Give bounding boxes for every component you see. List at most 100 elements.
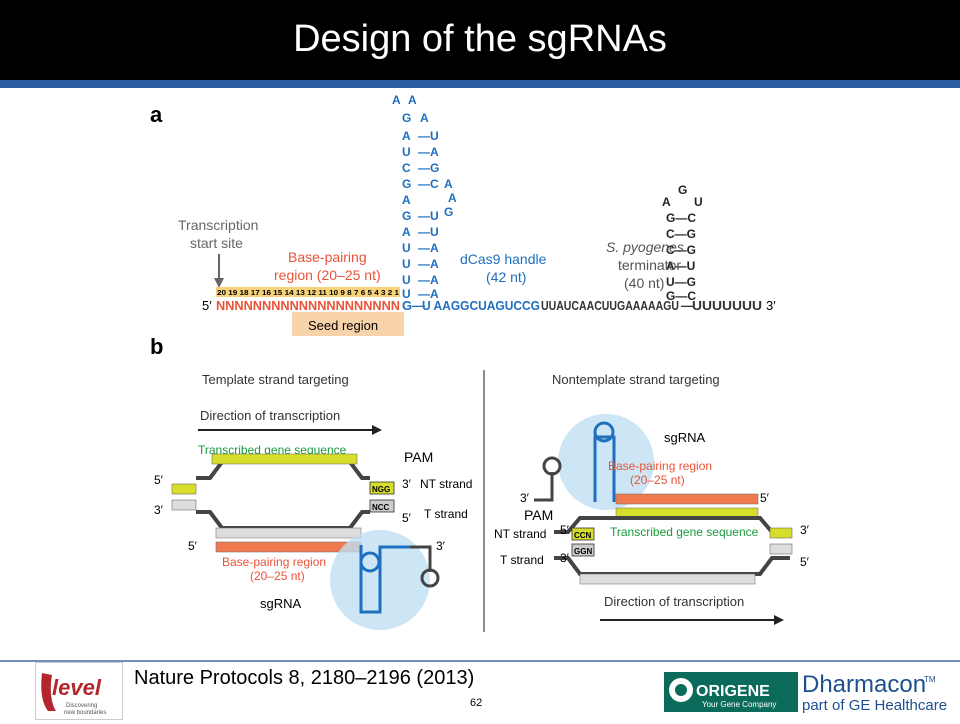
dharmacon-logo: Dharmacon TM part of GE Healthcare — [800, 668, 960, 716]
seq-tail: UUUUUUU — [692, 298, 762, 313]
term-label-3: (40 nt) — [624, 275, 664, 291]
svg-text:U—G: U—G — [666, 275, 696, 289]
svg-text:NGG: NGG — [372, 485, 390, 494]
level-logo: level Discovering new boundaries — [35, 662, 123, 720]
svg-text:A: A — [402, 225, 411, 239]
seq-dash: — — [412, 298, 425, 313]
handle-label-2: (42 nt) — [486, 269, 526, 285]
svg-text:GGN: GGN — [574, 547, 592, 556]
right-three-prime-sg: 3′ — [520, 491, 530, 505]
left-direction-arrowhead — [372, 425, 382, 435]
svg-text:U: U — [402, 273, 411, 287]
left-terminator — [410, 545, 440, 588]
right-sgrna — [593, 421, 616, 502]
svg-text:3′: 3′ — [402, 477, 412, 491]
svg-text:G: G — [678, 183, 687, 197]
tss-label-1: Transcription — [178, 217, 258, 233]
svg-text:U: U — [402, 241, 411, 255]
svg-text:A: A — [408, 93, 417, 107]
page-number: 62 — [470, 697, 483, 709]
right-duplex: CCN GGN 5′ 3′ 3′ 5′ NT strand T strand — [494, 493, 810, 585]
seq-g: G — [402, 298, 412, 313]
term-label-1: S. pyogenes — [606, 239, 684, 255]
svg-text:3′: 3′ — [560, 551, 570, 565]
svg-text:part of GE Healthcare: part of GE Healthcare — [802, 697, 947, 714]
origene-logo: ORIGENE Your Gene Company — [664, 672, 798, 712]
svg-text:—A: —A — [418, 241, 439, 255]
seq-three-prime: 3′ — [766, 298, 776, 313]
svg-text:A—U: A—U — [666, 259, 695, 273]
svg-text:G: G — [402, 177, 411, 191]
svg-text:T strand: T strand — [424, 507, 468, 521]
right-transcribed: Transcribed gene sequence — [610, 525, 759, 539]
svg-text:G—C: G—C — [666, 211, 696, 225]
left-sgrna — [359, 545, 410, 614]
seq-five-prime: 5′ — [202, 298, 212, 313]
svg-text:A: A — [420, 111, 429, 125]
svg-text:NT strand: NT strand — [420, 477, 472, 491]
right-sgrna-bubble — [558, 414, 654, 510]
left-bp-region-2: (20–25 nt) — [250, 569, 305, 583]
svg-text:NCC: NCC — [372, 503, 390, 512]
tss-arrowhead — [214, 278, 224, 288]
left-duplex: 5′ 3′ NGG NCC 3′ 5′ NT strand T strand 5… — [154, 453, 472, 553]
svg-text:—A: —A — [418, 273, 439, 287]
svg-text:Dharmacon: Dharmacon — [802, 671, 926, 698]
svg-text:U: U — [402, 257, 411, 271]
citation: Nature Protocols 8, 2180–2196 (2013) — [134, 667, 475, 689]
seq-dash-2: — — [681, 298, 694, 313]
bp-label-2: region (20–25 nt) — [274, 267, 381, 283]
svg-text:A: A — [392, 93, 401, 107]
footer-rule — [0, 660, 960, 662]
svg-text:T strand: T strand — [500, 553, 544, 567]
svg-text:C—G: C—G — [666, 227, 696, 241]
svg-text:—A: —A — [418, 287, 439, 301]
svg-text:—G: —G — [418, 161, 439, 175]
svg-text:ORIGENE: ORIGENE — [696, 683, 770, 700]
handle-label-1: dCas9 handle — [460, 251, 547, 267]
tss-label-2: start site — [190, 235, 243, 251]
svg-text:—A: —A — [418, 145, 439, 159]
seq-handle: U AAGGCUAGUCCG — [422, 298, 540, 313]
left-direction: Direction of transcription — [200, 408, 340, 423]
right-direction: Direction of transcription — [604, 594, 744, 609]
slide-title: Design of the sgRNAs — [293, 18, 667, 60]
right-pam: PAM — [524, 507, 553, 523]
panel-b-label: b — [150, 334, 163, 359]
svg-text:3′: 3′ — [800, 523, 810, 537]
svg-text:G: G — [444, 205, 453, 219]
svg-text:A: A — [444, 177, 453, 191]
bp-label-1: Base-pairing — [288, 249, 367, 265]
right-bp-region-1: Base-pairing region — [608, 459, 712, 473]
svg-text:—U: —U — [418, 129, 439, 143]
svg-text:level: level — [52, 675, 102, 700]
seed-region-box — [292, 312, 404, 336]
svg-text:G: G — [402, 209, 411, 223]
svg-text:TM: TM — [924, 675, 936, 684]
svg-text:—C: —C — [418, 177, 439, 191]
svg-text:5′: 5′ — [154, 473, 164, 487]
svg-text:A: A — [402, 193, 411, 207]
seed-region-label: Seed region — [308, 318, 378, 333]
svg-text:—A: —A — [418, 257, 439, 271]
right-heading: Nontemplate strand targeting — [552, 372, 720, 387]
left-pam: PAM — [404, 449, 433, 465]
svg-text:G: G — [402, 111, 411, 125]
right-bp-region-2: (20–25 nt) — [630, 473, 685, 487]
left-bp-region-1: Base-pairing region — [222, 555, 326, 569]
title-bar — [0, 0, 960, 80]
svg-text:Discovering: Discovering — [66, 703, 97, 709]
left-sgrna-label: sgRNA — [260, 596, 302, 611]
svg-text:5′: 5′ — [402, 511, 412, 525]
svg-text:A: A — [662, 195, 671, 209]
svg-text:A: A — [448, 191, 457, 205]
right-five-prime-sg: 5′ — [760, 491, 770, 505]
svg-text:G—C: G—C — [666, 289, 696, 303]
svg-text:3′: 3′ — [154, 503, 164, 517]
svg-text:—U: —U — [418, 209, 439, 223]
svg-text:new boundaries: new boundaries — [64, 710, 106, 716]
right-sgrna-label: sgRNA — [664, 430, 706, 445]
